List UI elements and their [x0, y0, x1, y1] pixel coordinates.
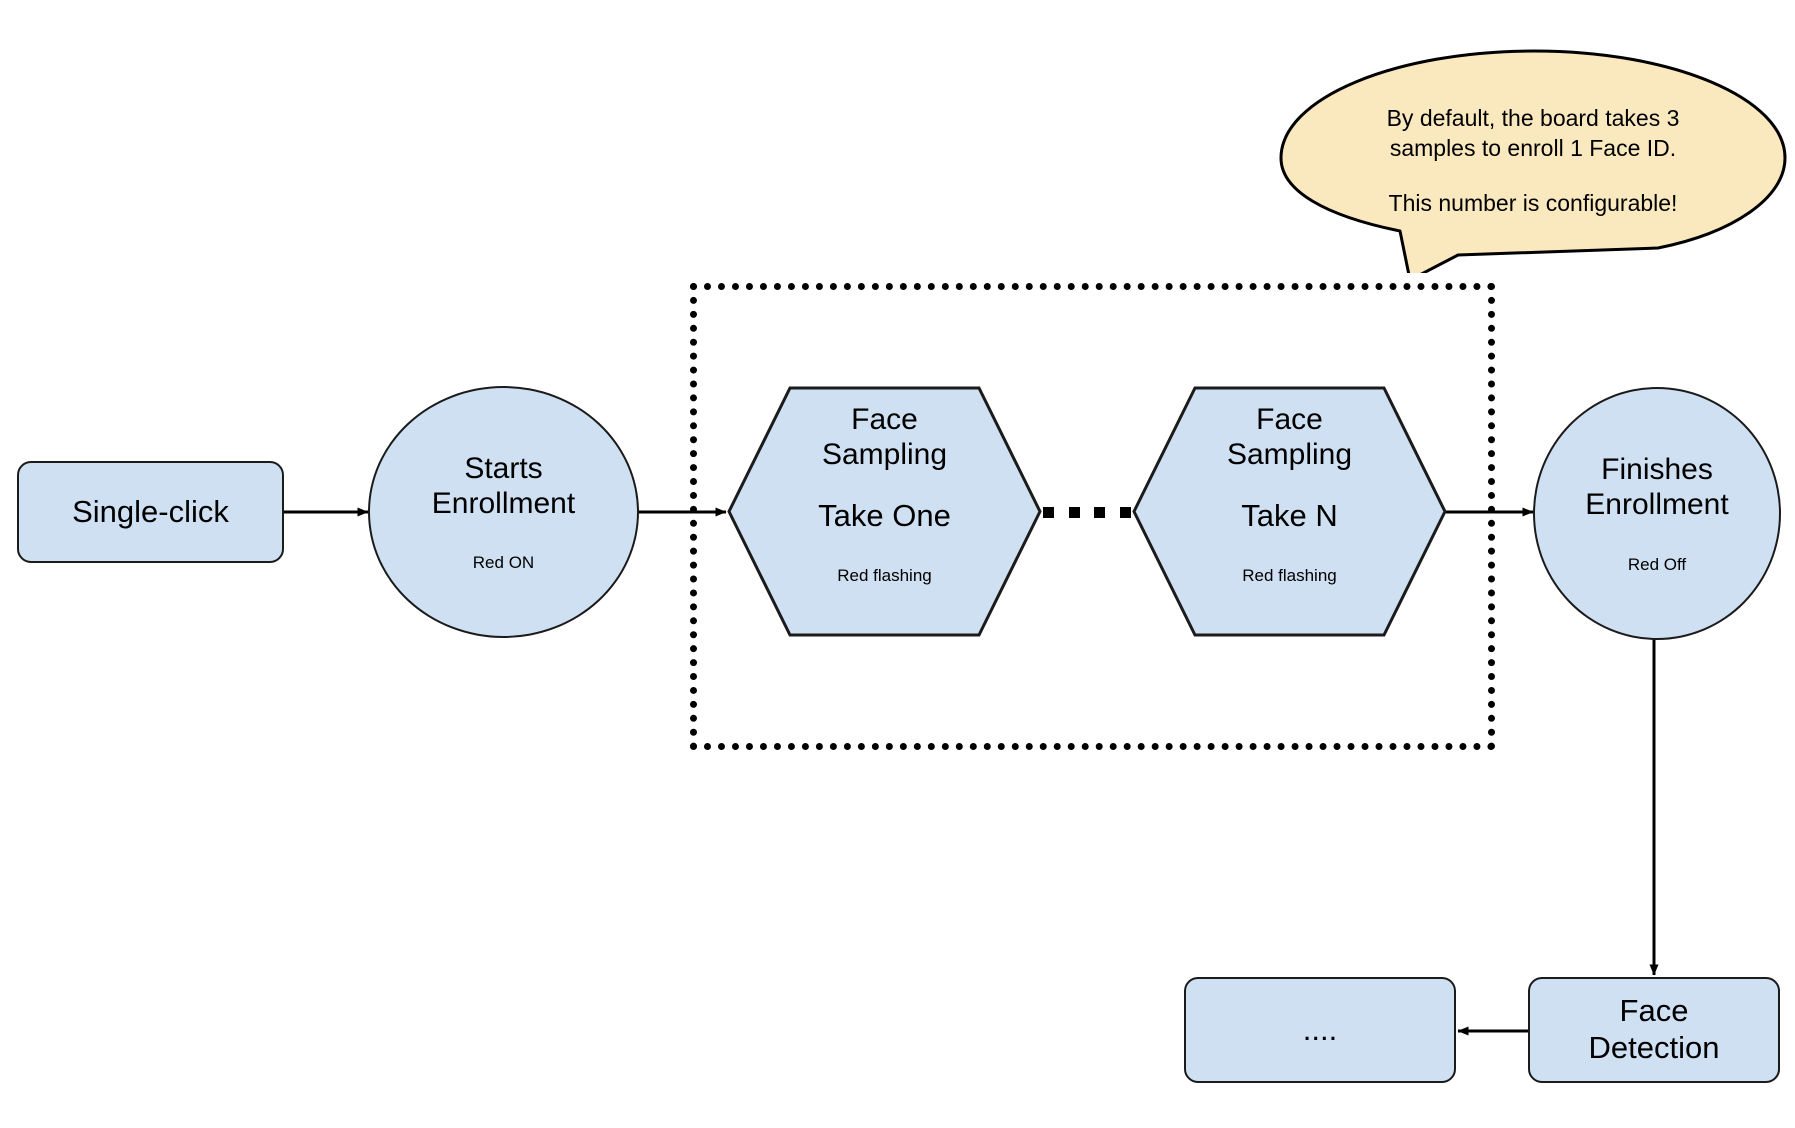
node-ellipsis-box[interactable]: ....: [1184, 977, 1456, 1083]
node-face-sampling-one[interactable]: Face Sampling Take One Red flashing: [726, 385, 1043, 638]
hexagon-shape-one: [727, 386, 1042, 637]
starts-enrollment-status: Red ON: [472, 553, 535, 573]
callout-bubble: By default, the board takes 3 samples to…: [1278, 48, 1788, 282]
starts-enrollment-label: Starts Enrollment: [431, 451, 576, 520]
edge-sampling-one-to-sampling-n-dots: [1043, 507, 1131, 518]
node-face-sampling-n[interactable]: Face Sampling Take N Red flashing: [1131, 385, 1448, 638]
hexagon-shape-n: [1132, 386, 1447, 637]
callout-shape: [1279, 49, 1787, 282]
finishes-enrollment-status: Red Off: [1627, 554, 1687, 574]
sampling-loop-group-border: [690, 283, 1495, 750]
node-face-detection[interactable]: Face Detection: [1528, 977, 1780, 1083]
face-detection-label: Face Detection: [1588, 993, 1720, 1065]
ellipsis-label: ....: [1302, 1011, 1338, 1047]
single-click-label: Single-click: [72, 493, 229, 529]
node-finishes-enrollment[interactable]: Finishes Enrollment Red Off: [1533, 387, 1781, 640]
node-single-click[interactable]: Single-click: [17, 461, 284, 563]
node-starts-enrollment[interactable]: Starts Enrollment Red ON: [368, 386, 639, 638]
finishes-enrollment-label: Finishes Enrollment: [1585, 453, 1729, 522]
